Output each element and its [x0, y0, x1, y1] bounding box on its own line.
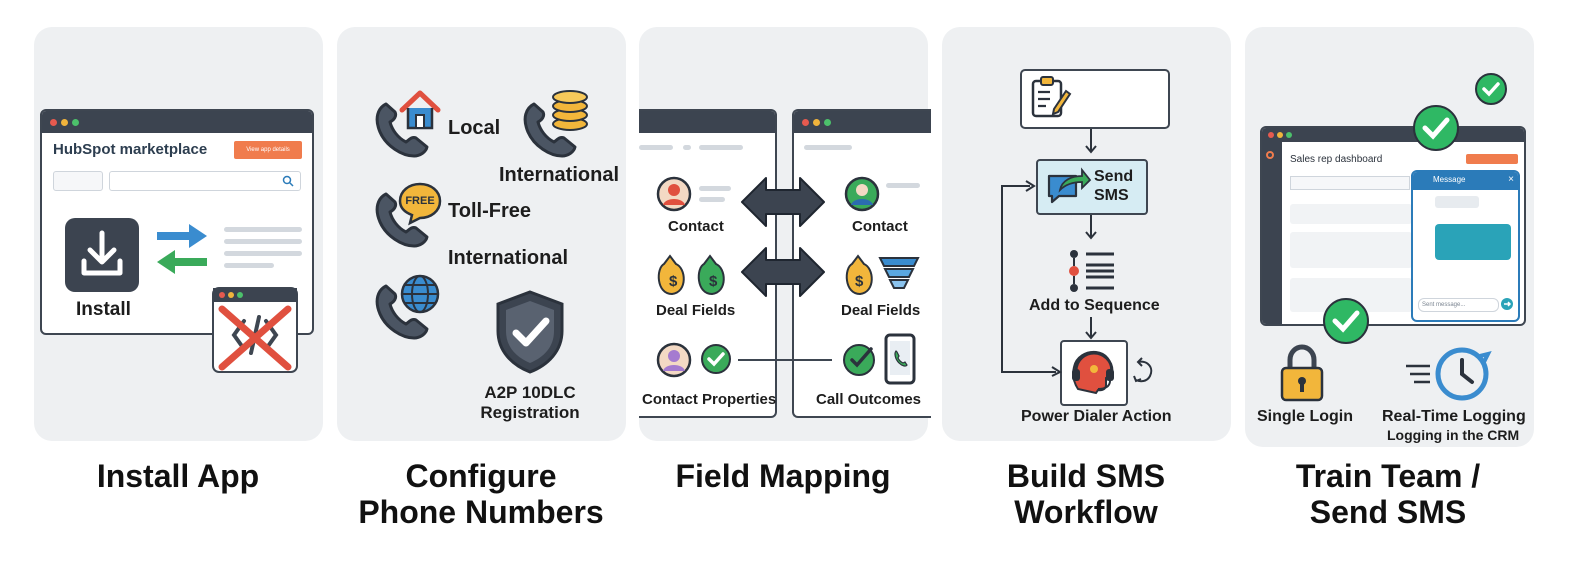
sequence-list-icon	[1069, 250, 1114, 292]
mapping-connector	[738, 359, 832, 361]
phone-icon	[375, 102, 429, 158]
realtime-logging-label: Real-Time Logging	[1382, 408, 1526, 425]
toll-free-label: Toll-Free	[448, 200, 531, 222]
step-title-train-1: Train Team /	[1295, 458, 1481, 494]
right-contact-label: Contact	[852, 218, 908, 235]
power-dialer-label: Power Dialer Action	[1021, 408, 1172, 425]
window-titlebar	[42, 111, 312, 133]
clock-sync-icon	[1406, 347, 1492, 401]
mobile-phone-icon	[884, 333, 916, 385]
dashboard-action-button[interactable]	[1466, 154, 1518, 164]
blocked-code-icon	[212, 287, 298, 373]
flow-arrow	[1085, 317, 1097, 340]
phone-icon	[375, 192, 429, 248]
phone-icon	[375, 284, 429, 340]
step-title-mapping: Field Mapping	[675, 458, 891, 494]
check-circle-icon	[1323, 298, 1369, 344]
left-deal-fields-label: Deal Fields	[656, 302, 736, 319]
add-to-sequence-label: Add to Sequence	[1029, 297, 1160, 314]
free-badge-icon	[398, 182, 442, 226]
crm-logging-label: Logging in the CRM	[1387, 427, 1520, 443]
step-title-train-2: Send SMS	[1309, 494, 1467, 530]
step-title-configure-2: Phone Numbers	[358, 494, 604, 530]
send-sms-label-1: Send	[1094, 168, 1134, 185]
check-circle-icon	[1413, 105, 1459, 151]
globe-icon	[400, 274, 440, 314]
message-input[interactable]: Sent message...	[1418, 298, 1499, 312]
workflow-loop-connector	[1001, 180, 1063, 377]
search-icon	[282, 175, 294, 187]
flow-arrow	[1085, 215, 1097, 240]
single-login-label: Single Login	[1257, 408, 1353, 425]
check-circle-icon	[1475, 73, 1507, 105]
contact-person-icon	[844, 176, 880, 212]
message-title: Message	[1433, 175, 1466, 184]
international-top-label: International	[499, 164, 620, 186]
money-bag-icon: $ $	[657, 254, 725, 296]
download-icon[interactable]	[64, 217, 140, 293]
flow-arrow	[1085, 129, 1097, 154]
free-badge-text: FREE	[405, 195, 435, 207]
step-title-configure-1: Configure	[405, 458, 557, 494]
clipboard-icon	[1031, 76, 1072, 118]
contact-person-icon	[656, 342, 692, 378]
svg-text:$: $	[855, 273, 864, 290]
right-call-outcomes-label: Call Outcomes	[816, 391, 922, 408]
dashboard-title: Sales rep dashboard	[1290, 154, 1383, 165]
check-circle-icon	[843, 344, 875, 376]
left-contact-properties-label: Contact Properties	[642, 391, 777, 408]
headset-icon	[1072, 350, 1114, 395]
phone-icon	[523, 102, 577, 158]
money-bag-icon: $	[845, 254, 873, 296]
marketplace-window: HubSpot marketplace View app details	[40, 109, 314, 335]
step-title-workflow-2: Workflow	[1014, 494, 1158, 530]
double-arrow-icon	[741, 247, 825, 297]
category-select[interactable]	[53, 171, 103, 191]
svg-text:$: $	[669, 273, 678, 290]
send-icon[interactable]	[1501, 298, 1513, 310]
view-details-button[interactable]: View app details	[234, 141, 302, 159]
local-label: Local	[448, 117, 501, 139]
right-deal-fields-label: Deal Fields	[841, 302, 921, 319]
right-contact-lines	[886, 183, 920, 188]
coins-icon	[552, 90, 588, 131]
shield-check-icon	[496, 290, 564, 374]
check-circle-icon	[701, 344, 731, 374]
registration-label-2: Registration	[480, 403, 580, 422]
registration-label-1: A2P 10DLC	[484, 383, 576, 402]
loop-arrow-icon	[1133, 357, 1153, 383]
received-message-bubble	[1435, 196, 1479, 208]
padlock-icon	[1280, 344, 1324, 402]
message-header: Message ×	[1413, 172, 1518, 190]
send-sms-label-2: SMS	[1094, 187, 1129, 204]
sales-dashboard-window: Sales rep dashboard	[1260, 126, 1526, 326]
svg-text:$: $	[709, 273, 718, 290]
contact-person-icon	[656, 176, 692, 212]
chat-share-icon	[1047, 167, 1092, 204]
house-icon	[399, 90, 441, 130]
sent-message-bubble	[1435, 224, 1511, 260]
step-title-workflow-1: Build SMS	[1006, 458, 1166, 494]
double-arrow-icon	[741, 177, 825, 227]
left-contact-label: Contact	[668, 218, 724, 235]
marketplace-brand: HubSpot marketplace	[53, 141, 208, 158]
message-window[interactable]: Message × Sent message...	[1411, 170, 1520, 322]
international-label: International	[448, 247, 569, 269]
search-input[interactable]	[109, 171, 301, 191]
dashboard-tabs[interactable]	[1290, 176, 1410, 190]
dashboard-sidebar	[1262, 142, 1282, 324]
close-icon[interactable]: ×	[1508, 174, 1514, 185]
install-label: Install	[76, 299, 131, 320]
sync-arrows-icon	[157, 224, 207, 274]
hubspot-logo-icon	[1266, 151, 1274, 159]
funnel-icon	[878, 257, 920, 289]
step-title-install: Install App	[96, 458, 260, 494]
